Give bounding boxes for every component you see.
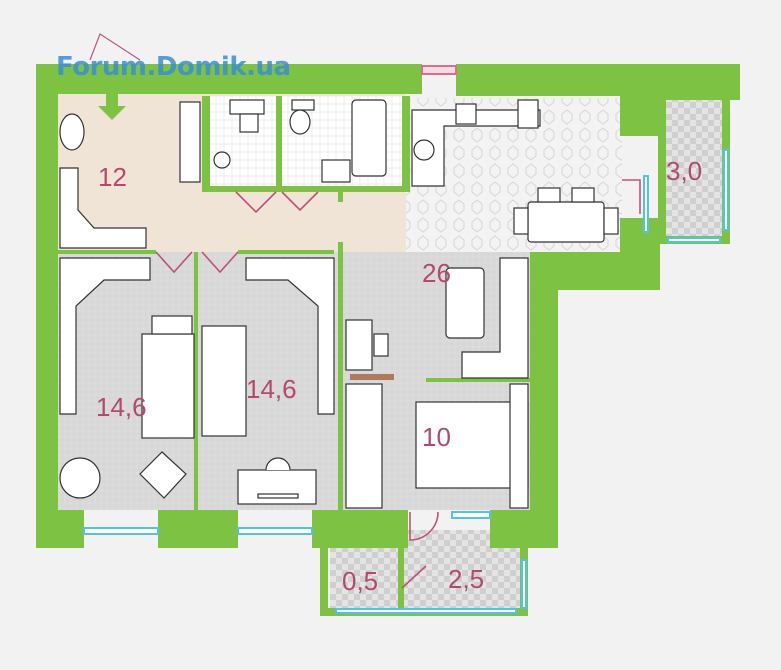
wardrobe-left	[59, 257, 151, 415]
window-balcony-right	[723, 149, 729, 231]
window-top-vent	[421, 65, 457, 75]
chair-2	[571, 187, 595, 203]
window-middle	[237, 527, 313, 535]
balcony-right-floor	[660, 98, 724, 240]
doors	[155, 179, 641, 589]
hall-mirror	[59, 113, 85, 151]
walls	[36, 64, 740, 616]
kitchen-fridge	[517, 99, 539, 129]
desk-drawer	[257, 493, 299, 499]
chair-4	[603, 207, 619, 235]
sofa-left-back	[151, 315, 193, 335]
corner-sofa	[461, 257, 529, 379]
window-balcony-bottom-side	[521, 559, 527, 609]
sofa-middle	[201, 325, 247, 437]
room-label-room-middle: 14,6	[246, 374, 297, 404]
chair-1	[537, 187, 561, 203]
desk-middle	[237, 469, 317, 505]
wardrobe-middle	[245, 257, 335, 415]
window-left	[83, 527, 159, 535]
down-arrow-icon	[98, 92, 126, 120]
hall-corner-bench	[59, 167, 147, 249]
chair-3	[513, 207, 529, 235]
tv-shelf	[350, 374, 394, 380]
furniture	[59, 99, 619, 509]
bath-sink	[229, 99, 265, 115]
tv-unit	[345, 383, 383, 509]
bath-washer	[239, 113, 259, 133]
hall-cabinet	[179, 101, 201, 183]
kitchen-sink	[455, 103, 477, 125]
room-label-hall: 12	[98, 162, 127, 192]
roof-sketch	[89, 33, 141, 61]
window-balcony-bottom	[335, 608, 517, 614]
room-label-balcony-bottom-small: 0,5	[342, 566, 379, 596]
room-label-balcony-right: 3,0	[666, 156, 703, 186]
round-table	[59, 457, 101, 499]
bath-toilet-2	[291, 99, 315, 111]
room-label-balcony-bottom-large: 2,5	[448, 564, 485, 594]
windows	[83, 65, 729, 614]
entrance-marker	[89, 33, 141, 120]
bath-toilet	[213, 151, 231, 169]
room-label-kitchen-living: 26	[422, 258, 451, 288]
desk	[345, 319, 373, 371]
bath-cabinet	[321, 159, 351, 183]
armchair-left	[139, 451, 187, 499]
kitchen-stove	[413, 139, 435, 161]
watermark: Forum.Domik.ua	[56, 52, 291, 82]
sofa-left	[141, 333, 195, 439]
desk-chair-middle	[265, 457, 291, 471]
bathtub	[351, 99, 387, 177]
bath-sink-2	[289, 109, 311, 135]
room-label-bedroom: 10	[422, 422, 451, 452]
kitchen-balcony-door	[643, 175, 649, 233]
bed-headboard	[509, 383, 529, 509]
window-balcony-right-side	[667, 237, 721, 243]
window-bedroom	[451, 511, 491, 519]
kitchen-counter	[411, 109, 541, 187]
armchair	[445, 267, 485, 339]
dining-table	[527, 201, 605, 243]
desk-chair	[373, 333, 389, 357]
room-label-room-left: 14,6	[96, 392, 147, 422]
bed	[415, 401, 529, 489]
